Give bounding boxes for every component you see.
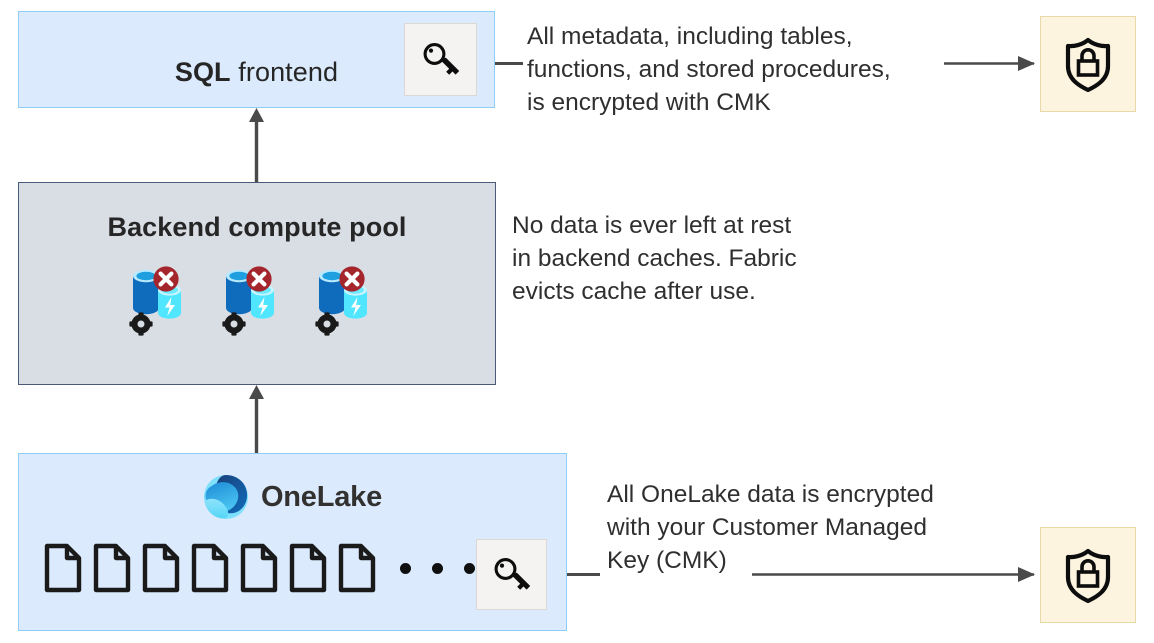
database-cylinder-icon (319, 269, 345, 315)
onelake-header: OneLake (19, 474, 566, 520)
key-icon (423, 42, 459, 75)
backend-compute-pool-title: Backend compute pool (107, 212, 407, 242)
arrow-onelake-to-backend (249, 385, 264, 453)
backend-compute-pool-annotation: No data is ever left at rest in backend … (512, 212, 797, 305)
file-icon[interactable] (92, 542, 132, 594)
ellipsis-dot (464, 562, 475, 574)
sql-frontend-key-tile[interactable] (404, 23, 477, 96)
gear-icon (129, 312, 153, 336)
error-x-badge (246, 266, 272, 292)
file-icon[interactable] (190, 542, 230, 594)
compute-node-3[interactable] (311, 262, 384, 342)
onelake-box[interactable]: OneLake (18, 453, 567, 631)
onelake-logo-icon (203, 474, 248, 520)
sql-frontend-annotation: All metadata, including tables, function… (527, 23, 891, 116)
gear-icon (222, 312, 246, 336)
onelake-annotation: All OneLake data is encrypted with your … (607, 481, 934, 574)
shield-lock-icon (1065, 37, 1111, 93)
key-icon (494, 557, 530, 590)
error-x-badge (339, 266, 365, 292)
gear-icon (315, 312, 339, 336)
arrow-backend-to-sql (249, 108, 264, 182)
compute-node-2[interactable] (218, 262, 291, 342)
sql-frontend-title-rest: frontend (230, 57, 339, 87)
file-icon[interactable] (337, 542, 377, 594)
file-icon[interactable] (43, 542, 83, 594)
file-icon[interactable] (288, 542, 328, 594)
file-icon[interactable] (239, 542, 279, 594)
error-x-badge (153, 266, 179, 292)
sql-frontend-title-bold: SQL (174, 57, 231, 87)
cmk-shield-bottom[interactable] (1040, 527, 1136, 623)
onelake-label: OneLake (260, 480, 383, 513)
ellipsis-dot (432, 562, 443, 574)
compute-node-1[interactable] (125, 262, 198, 342)
shield-lock-icon (1065, 548, 1111, 604)
onelake-file-row (43, 542, 538, 594)
onelake-key-tile[interactable] (476, 539, 547, 610)
ellipsis-dot (400, 562, 411, 574)
database-cylinder-icon (133, 269, 159, 315)
compute-node-row (125, 262, 385, 342)
sql-frontend-title: SQL frontend (19, 57, 494, 88)
file-ellipsis (400, 562, 475, 574)
cmk-shield-top[interactable] (1040, 16, 1136, 112)
database-cylinder-icon (226, 269, 252, 315)
file-icon[interactable] (141, 542, 181, 594)
